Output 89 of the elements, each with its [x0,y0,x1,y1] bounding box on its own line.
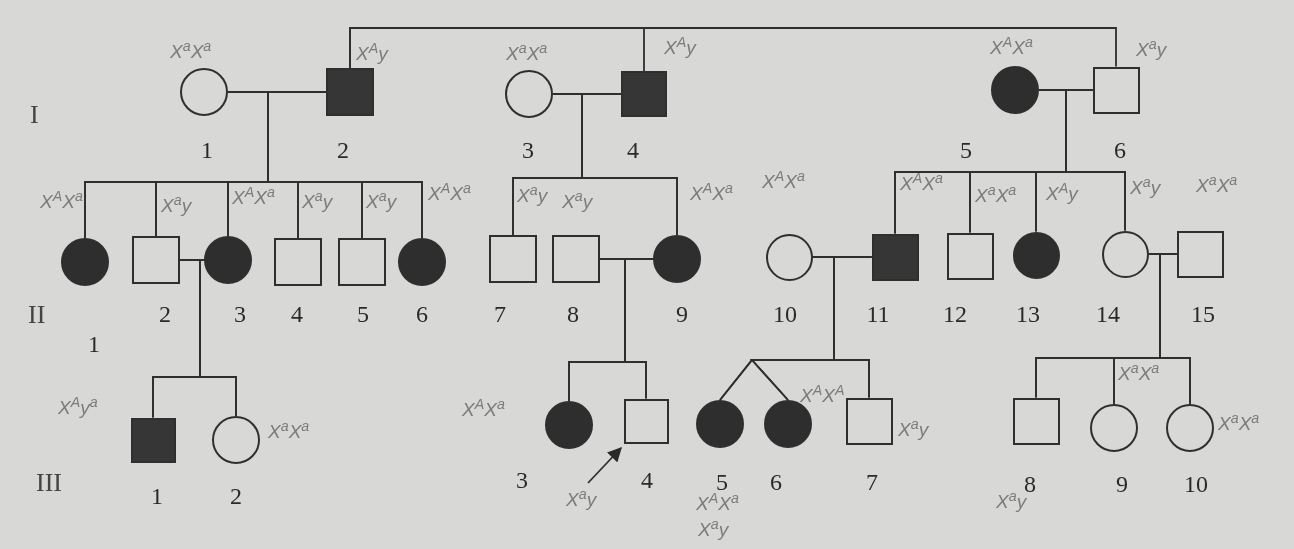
genotype-label: X$^{A}$X$^{a}$ [990,36,1033,60]
filled-square [326,68,374,116]
genotype-label: X$^{A}$X$^{a}$ [690,182,733,206]
individual-number: 4 [641,466,653,494]
open-square [946,232,994,280]
genotype-label: X$^{a}$y [996,490,1027,514]
individual-number: 5 [716,468,728,495]
genotype-label: X$^{a}$X$^{a}$ [1218,412,1260,436]
individual-number: 2 [230,482,242,510]
genotype-label: X$^{A}$X$^{a}$ [696,492,739,516]
genotype-label: X$^{a}$X$^{a}$ [975,184,1017,208]
pedigree-line [624,258,654,400]
genotype-label: X$^{A}$X$^{a}$ [40,190,83,214]
individual-number: 8 [1024,470,1036,498]
individual-number: 1 [88,330,100,358]
genotype-label: X$^{A}$X$^{a}$ [462,398,505,422]
genotype-label: X$^{a}$y [566,488,597,512]
pedigree-line [1065,89,1126,232]
genotype-label: X$^{A}$X$^{a}$ [900,172,943,196]
pedigree-line [267,91,423,239]
genotype-label: X$^{A}$y [664,36,696,60]
generation-label: II [28,300,46,330]
individual-number: 4 [291,300,303,328]
genotype-label: X$^{a}$y [698,518,729,542]
individual-number: 12 [943,300,967,328]
genotype-label: X$^{A}$y [356,42,388,66]
open-square [845,397,893,445]
individual-number: 6 [770,468,782,496]
open-square [623,398,669,444]
genotype-label: X$^{a}$X$^{a}$ [1118,362,1160,386]
filled-square [621,71,667,117]
open-square [489,235,537,283]
pedigree-line [581,93,678,236]
individual-number: 10 [1184,470,1208,498]
filled-square [130,417,176,463]
individual-number: 3 [516,466,528,494]
pedigree-line [349,27,1117,69]
generation-label: I [30,100,39,130]
genotype-label: X$^{A}$X$^{a}$ [762,170,805,194]
genotype-label: X$^{A}$y [1046,182,1078,206]
individual-number: 14 [1096,300,1120,328]
genotype-label: X$^{a}$y [161,194,192,218]
individual-number: 6 [1114,136,1126,164]
genotype-label: X$^{a}$y [302,190,333,214]
genotype-label: X$^{A}$y$^{a}$ [58,396,98,420]
individual-number: 9 [676,300,688,328]
genotype-label: X$^{A}$X$^{A}$ [800,384,845,408]
individual-number: 3 [234,300,246,328]
open-square [1092,66,1140,114]
individual-number: 5 [357,300,369,328]
generation-label: III [36,468,62,498]
open-square [338,238,386,286]
individual-number: 8 [567,300,579,328]
genotype-label: X$^{a}$X$^{a}$ [1196,174,1238,198]
genotype-label: X$^{a}$y [366,190,397,214]
genotype-label: X$^{a}$X$^{a}$ [170,40,212,64]
individual-number: 10 [773,300,797,328]
open-square [274,238,322,286]
genotype-label: X$^{a}$y [1130,176,1161,200]
individual-number: 3 [522,136,534,164]
genotype-label: X$^{a}$y [517,184,548,208]
individual-number: 2 [159,300,171,328]
pedigree-line [833,256,873,399]
genotype-label: X$^{a}$y [562,190,593,214]
genotype-label: X$^{A}$X$^{a}$ [232,186,275,210]
open-square [132,236,180,284]
genotype-label: X$^{a}$X$^{a}$ [506,42,548,66]
open-square [1176,230,1224,278]
individual-number: 13 [1016,300,1040,328]
individual-number: 11 [866,300,890,328]
open-square [552,235,600,283]
individual-number: 7 [494,300,506,328]
pedigree-line [1159,253,1191,405]
individual-number: 4 [627,136,639,164]
individual-number: 1 [151,482,163,510]
individual-number: 15 [1191,300,1215,328]
open-square [1012,397,1060,445]
individual-number: 6 [416,300,428,328]
individual-number: 2 [337,136,349,164]
genotype-label: X$^{a}$X$^{a}$ [268,420,310,444]
proband-arrow [587,446,622,484]
genotype-label: X$^{A}$X$^{a}$ [428,182,471,206]
filled-square [871,233,919,281]
individual-number: 1 [201,136,213,164]
genotype-label: X$^{a}$y [898,418,929,442]
individual-number: 7 [866,468,878,496]
genotype-label: X$^{a}$y [1136,38,1167,62]
individual-number: 9 [1116,470,1128,498]
individual-number: 5 [960,136,972,164]
